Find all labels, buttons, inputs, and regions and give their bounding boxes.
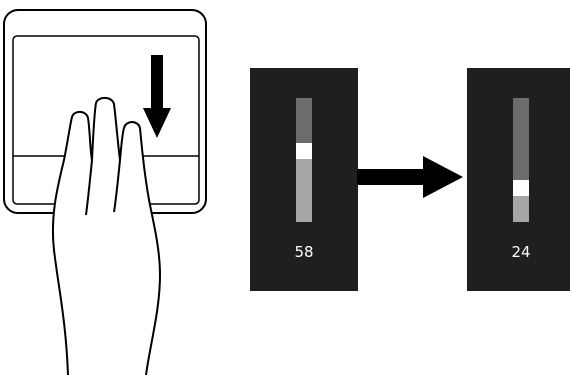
volume-fill-before bbox=[296, 159, 312, 222]
volume-slider-after[interactable] bbox=[513, 98, 529, 222]
volume-panel-after: 24 bbox=[467, 68, 570, 291]
volume-thumb-before[interactable] bbox=[296, 143, 312, 159]
volume-fill-after bbox=[513, 196, 529, 222]
volume-panel-before: 58 bbox=[250, 68, 358, 291]
volume-value-after: 24 bbox=[467, 243, 570, 261]
volume-value-before: 58 bbox=[250, 243, 358, 261]
touchpad-gesture-illustration bbox=[0, 0, 232, 375]
volume-thumb-after[interactable] bbox=[513, 180, 529, 196]
arrow-right-icon bbox=[357, 156, 463, 198]
volume-slider-before[interactable] bbox=[296, 98, 312, 222]
